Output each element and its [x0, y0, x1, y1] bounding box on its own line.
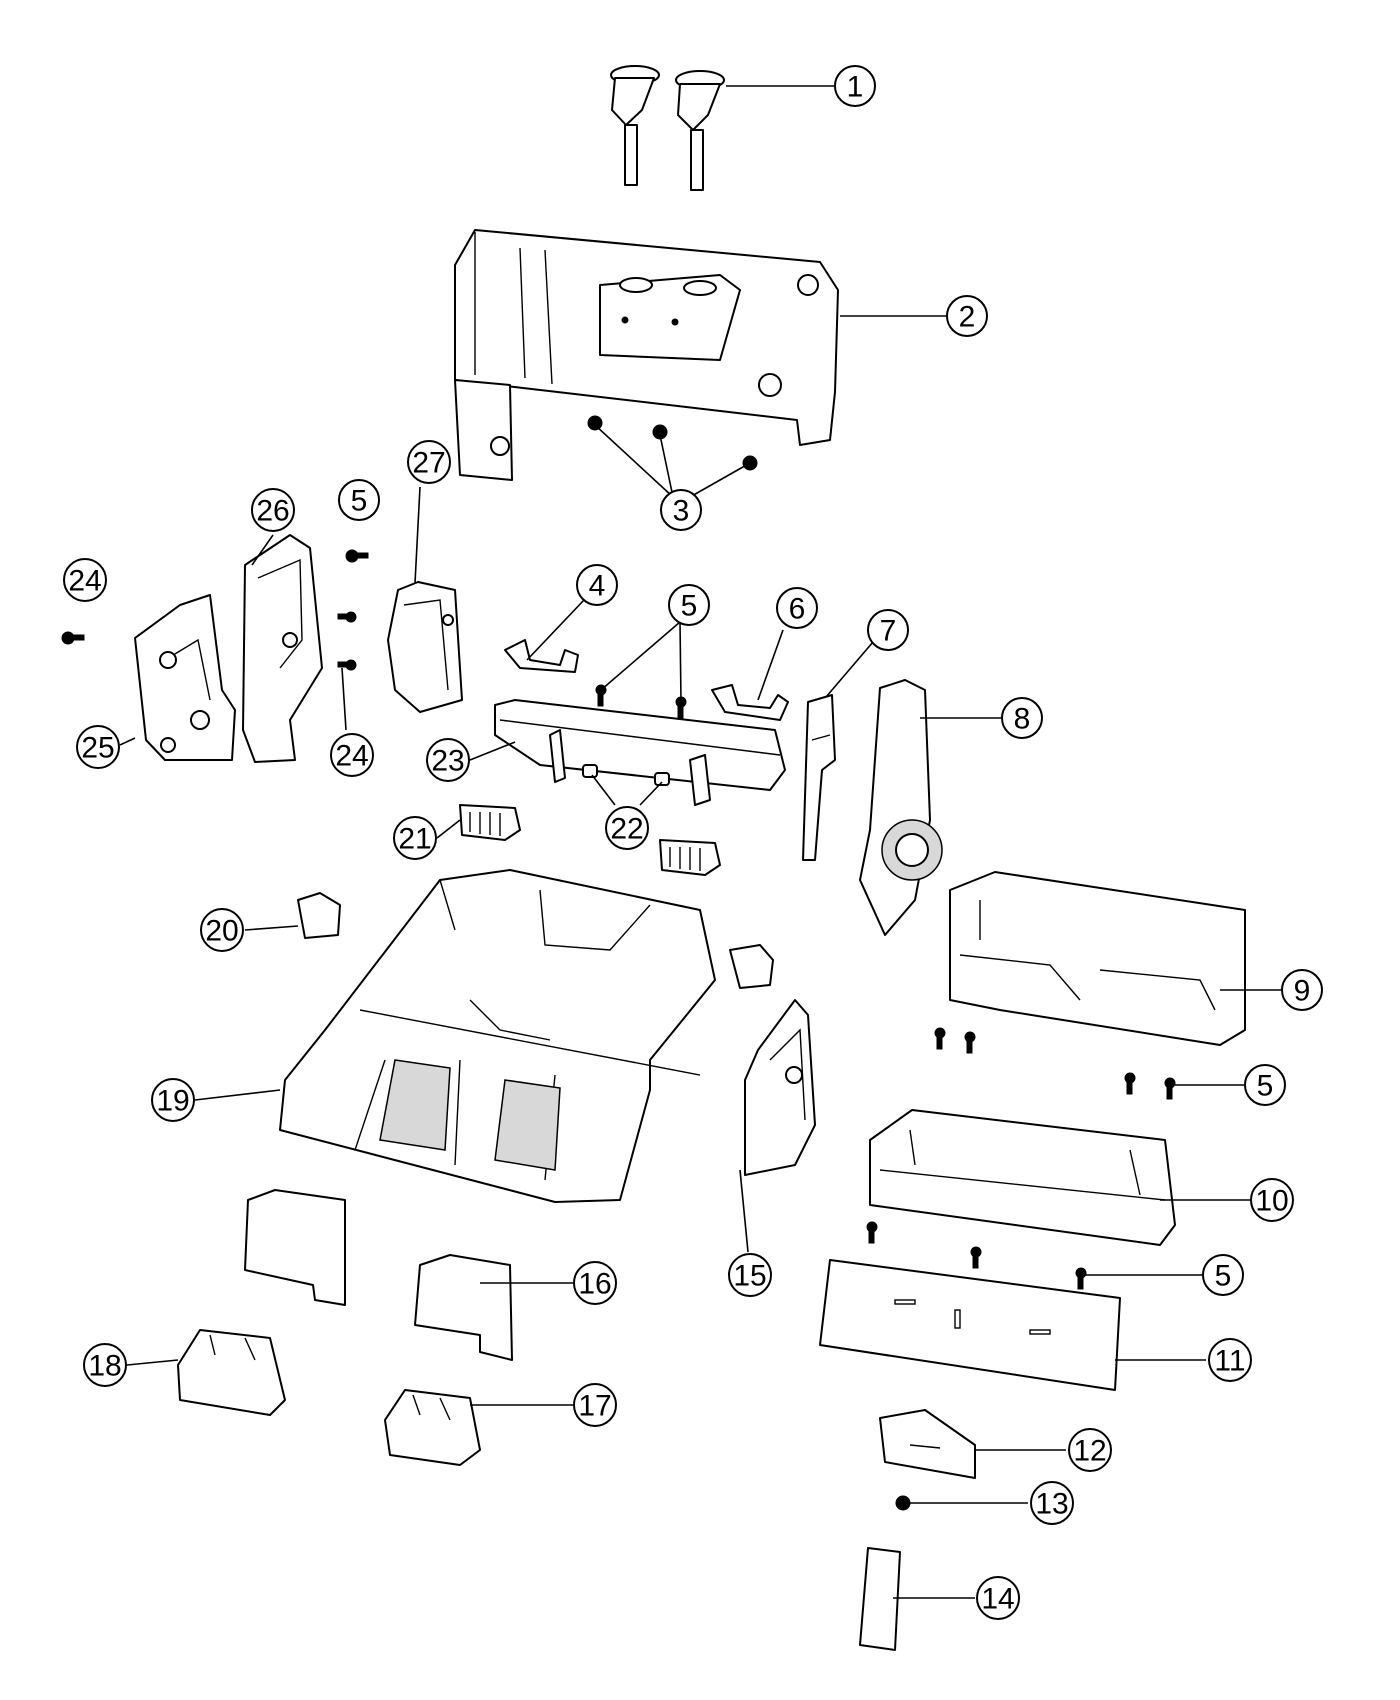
callout-2: 2 — [946, 295, 988, 337]
part-18-pad — [177, 1329, 286, 1416]
part-17-pad — [384, 1389, 481, 1466]
callout-24-label: 24 — [68, 565, 101, 598]
callout-5-label: 5 — [351, 485, 368, 518]
callout-12-label: 12 — [1073, 1435, 1106, 1468]
callout-27-label: 27 — [412, 447, 445, 480]
callout-8-label: 8 — [1014, 703, 1031, 736]
callout-16: 16 — [573, 1261, 617, 1305]
callout-18-label: 18 — [88, 1350, 121, 1383]
callout-7: 7 — [867, 609, 909, 651]
callout-24-top: 24 — [63, 558, 107, 602]
callout-10-label: 10 — [1255, 1185, 1288, 1218]
part-19-seat-frame — [279, 869, 716, 1203]
part-9-cushion-foam — [949, 871, 1246, 1046]
callout-8: 8 — [1001, 697, 1043, 739]
part-7-rail — [802, 694, 836, 861]
part-4-bracket — [504, 639, 579, 673]
part-14-strip — [859, 1547, 901, 1651]
part-1-push-pins — [610, 65, 725, 191]
callout-21-label: 21 — [398, 823, 431, 856]
callout-7-label: 7 — [880, 615, 897, 648]
callout-25-label: 25 — [81, 732, 114, 765]
callout-9: 9 — [1281, 969, 1323, 1011]
callout-20-label: 20 — [205, 915, 238, 948]
callout-11-label: 11 — [1214, 1345, 1245, 1378]
callout-9-label: 9 — [1294, 975, 1311, 1008]
part-6-bracket — [711, 684, 789, 721]
callout-1: 1 — [834, 65, 876, 107]
part-27-side-strap — [387, 581, 463, 713]
callout-26-label: 26 — [256, 495, 289, 528]
part-15-right-bolster — [744, 999, 816, 1176]
callout-4: 4 — [576, 564, 618, 606]
callout-27: 27 — [407, 440, 451, 484]
callout-16-label: 16 — [578, 1268, 611, 1301]
callout-15: 15 — [728, 1253, 772, 1297]
callout-21: 21 — [393, 816, 437, 860]
leader-lines — [119, 85, 1282, 1599]
callout-24-bottom: 24 — [330, 733, 374, 777]
part-26-side-bolster — [242, 534, 323, 763]
callout-5-right-lower: 5 — [1202, 1254, 1244, 1296]
callout-22-label: 22 — [610, 813, 643, 846]
callout-5-middle: 5 — [668, 584, 710, 626]
callout-5-top-left: 5 — [338, 479, 380, 521]
part-8-side-shield — [859, 679, 943, 936]
part-upper-foam-left — [244, 1189, 346, 1306]
callout-17: 17 — [573, 1383, 617, 1427]
callout-12: 12 — [1068, 1428, 1112, 1472]
callout-5-label: 5 — [1257, 1070, 1274, 1103]
callout-15-label: 15 — [733, 1260, 766, 1293]
callout-14-label: 14 — [981, 1583, 1014, 1616]
part-21-latch-pads — [459, 804, 721, 876]
part-5-screws-right — [934, 1027, 1176, 1100]
callout-11: 11 — [1208, 1338, 1252, 1382]
callout-14: 14 — [976, 1576, 1020, 1620]
part-3-screws — [587, 415, 758, 471]
part-24-screw-left — [61, 631, 85, 645]
callout-25: 25 — [76, 725, 120, 769]
callout-23-label: 23 — [431, 745, 464, 778]
callout-23: 23 — [426, 738, 470, 782]
callout-20: 20 — [200, 908, 244, 952]
part-16-pocket-panel — [414, 1254, 513, 1361]
part-12-cover-cap — [879, 1409, 976, 1479]
part-2-rear-panel — [454, 229, 839, 481]
callout-19-label: 19 — [156, 1085, 189, 1118]
callout-6: 6 — [776, 587, 818, 629]
part-10-seat-pan — [869, 1109, 1176, 1246]
part-25-hinge-cover — [134, 594, 236, 761]
part-22-bumpers — [582, 764, 670, 786]
part-20-clips — [297, 892, 774, 989]
callout-13: 13 — [1030, 1481, 1074, 1525]
callout-1-label: 1 — [847, 71, 864, 104]
part-11-front-panel — [819, 1259, 1121, 1391]
callout-3-label: 3 — [673, 495, 690, 528]
part-5-screws-lower — [866, 1221, 1087, 1290]
callout-3: 3 — [660, 489, 702, 531]
callout-26: 26 — [251, 488, 295, 532]
callout-13-label: 13 — [1035, 1488, 1068, 1521]
callout-18: 18 — [83, 1343, 127, 1387]
callout-5-label: 5 — [681, 590, 698, 623]
callout-5-label: 5 — [1215, 1260, 1232, 1293]
callout-19: 19 — [151, 1078, 195, 1122]
callout-6-label: 6 — [789, 593, 806, 626]
callout-2-label: 2 — [959, 301, 976, 334]
part-13-nut — [895, 1495, 911, 1511]
callout-24-label: 24 — [335, 740, 368, 773]
callout-17-label: 17 — [578, 1390, 611, 1423]
part-23-cross-member — [494, 699, 786, 806]
callout-10: 10 — [1250, 1178, 1294, 1222]
callout-4-label: 4 — [589, 570, 606, 603]
callout-22: 22 — [605, 806, 649, 850]
callout-5-right-upper: 5 — [1244, 1064, 1286, 1106]
